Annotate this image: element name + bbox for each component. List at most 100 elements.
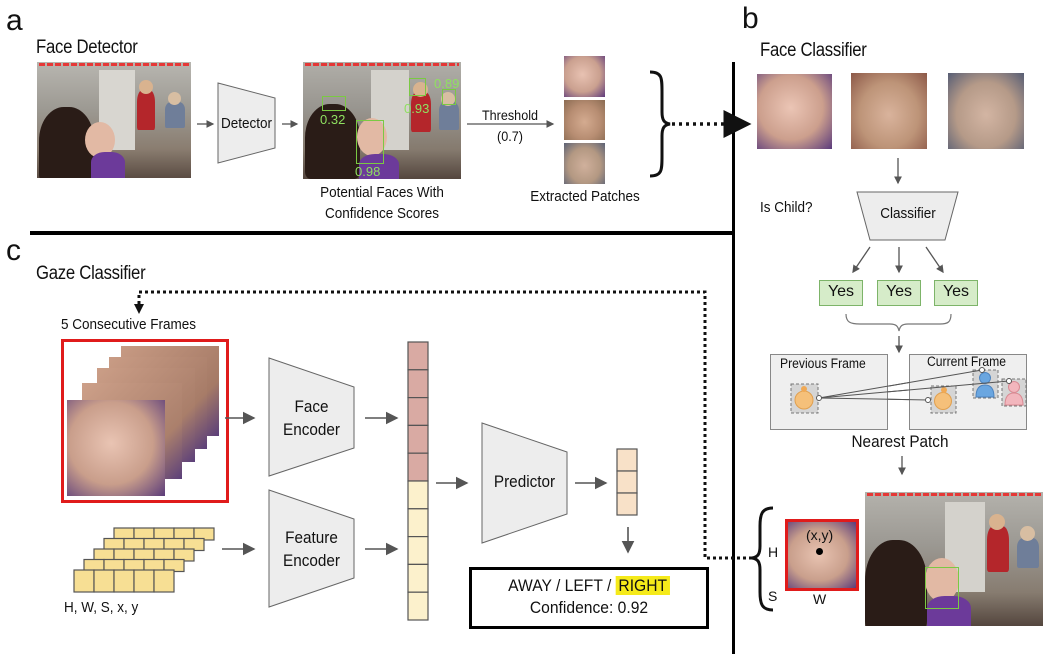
classifier-label: Classifier [880, 205, 936, 222]
baby-body [91, 152, 125, 178]
previous-frame-label: Previous Frame [780, 356, 866, 371]
blue-person-body [975, 384, 995, 398]
gaze-classes: AWAY / LEFT / RIGHT [481, 575, 696, 597]
arrow-to-yes-1 [852, 246, 871, 274]
output-vector-cell [616, 448, 638, 472]
child-blue [1017, 538, 1039, 568]
child-red [137, 90, 155, 130]
face-classifier-title: Face Classifier [760, 40, 867, 61]
scene-overlay-text [305, 63, 459, 66]
face-embedding-cell [407, 341, 429, 371]
feature-embedding-cell [407, 535, 429, 565]
output-vector-cell [616, 492, 638, 516]
size-label: S [768, 588, 778, 604]
nearest-patch-label: Nearest Patch [851, 432, 949, 451]
face-encoder-label-2: Encoder [282, 420, 340, 439]
classifier-input-child-blue [948, 73, 1024, 149]
divider-horizontal [30, 231, 734, 235]
detection-score-2: 0.98 [355, 164, 381, 179]
face-encoder-label-1: Face [294, 397, 329, 416]
current-frame-label: Current Frame [927, 354, 1007, 369]
feature-grid-cell [93, 569, 115, 593]
threshold-value: (0.7) [497, 128, 523, 144]
patches-brace [649, 70, 671, 178]
features-caption: H, W, S, x, y [64, 599, 139, 616]
detection-score-3: 0.93 [404, 101, 430, 116]
is-child-question: Is Child? [760, 199, 813, 216]
detector-shape [217, 82, 276, 164]
child-red [411, 92, 431, 132]
adult-head [39, 107, 94, 178]
feature-grid-cell [73, 569, 95, 593]
face-embedding-cell [407, 369, 429, 399]
gaze-classifier-title: Gaze Classifier [36, 263, 146, 284]
predictor-shape [481, 422, 568, 544]
output-vector [616, 448, 638, 516]
baby-body [927, 596, 971, 626]
classifier-input-baby [757, 74, 832, 149]
previous-frame-box [770, 354, 888, 430]
yes-brace [845, 313, 952, 332]
detections-photo: 0.32 0.98 0.93 0.89 [303, 62, 461, 179]
feature-grid-cell [113, 569, 135, 593]
patch-child-red [564, 100, 605, 140]
feature-encoder-shape [268, 489, 355, 608]
gaze-confidence: Confidence: 0.92 [529, 598, 649, 617]
child-blue [165, 102, 185, 128]
center-point [816, 548, 823, 555]
detection-box-2 [356, 120, 384, 164]
baby-head [357, 118, 387, 156]
child-red-head [413, 82, 428, 97]
detection-box-4 [442, 89, 456, 105]
yes-output-2: Yes [877, 280, 921, 306]
detector-label: Detector [220, 115, 273, 132]
match-line-to-blue [818, 369, 983, 399]
detection-score-1: 0.32 [320, 112, 346, 127]
child-red [987, 526, 1009, 572]
extracted-patches-caption: Extracted Patches [530, 188, 640, 205]
baby-body [359, 154, 399, 179]
face-encoder-shape [268, 357, 355, 477]
gaze-classes-prefix: AWAY / LEFT / [508, 576, 616, 595]
predictor-label: Predictor [493, 472, 556, 491]
feature-embedding-cell [407, 591, 429, 621]
divider-vertical [732, 62, 735, 654]
patch-baby [564, 56, 605, 97]
feature-embedding-cell [407, 480, 429, 510]
feedback-arrowhead [134, 304, 144, 314]
feature-encoder-label-2: Encoder [282, 551, 340, 570]
scene-overlay-text [39, 63, 189, 66]
face-embedding-cell [407, 397, 429, 427]
child-blue-head [1020, 526, 1035, 541]
baby-head [925, 558, 959, 602]
panel-letter-b: b [742, 2, 759, 35]
consecutive-frames-label: 5 Consecutive Frames [61, 316, 197, 333]
child-blue-head [441, 92, 455, 106]
feature-grid-stack [73, 527, 215, 593]
classifier-input-child-red [851, 73, 927, 149]
dotted-feedback-path [137, 290, 752, 560]
height-label: H [768, 544, 779, 560]
detection-box-1 [322, 96, 346, 111]
feature-embedding-cell [407, 563, 429, 593]
feature-embedding-cell [407, 508, 429, 538]
threshold-label: Threshold [481, 107, 539, 123]
detection-box-3 [409, 78, 426, 96]
tracked-face-box [925, 567, 959, 609]
face-embedding-cell [407, 424, 429, 454]
face-detector-title: Face Detector [36, 37, 138, 58]
frames-stack[interactable] [61, 339, 229, 503]
frame-1 [67, 400, 165, 496]
child-red-head [989, 514, 1005, 530]
yes-output-1: Yes [819, 280, 863, 306]
match-line-to-baby [818, 397, 929, 401]
child-blue-head [168, 92, 181, 105]
xy-label: (x,y) [806, 527, 834, 543]
feature-grid-cell [133, 569, 155, 593]
embedding-vector [407, 341, 429, 621]
patch-child-blue [564, 143, 605, 184]
adult-head [305, 104, 360, 179]
face-embedding-cell [407, 452, 429, 482]
